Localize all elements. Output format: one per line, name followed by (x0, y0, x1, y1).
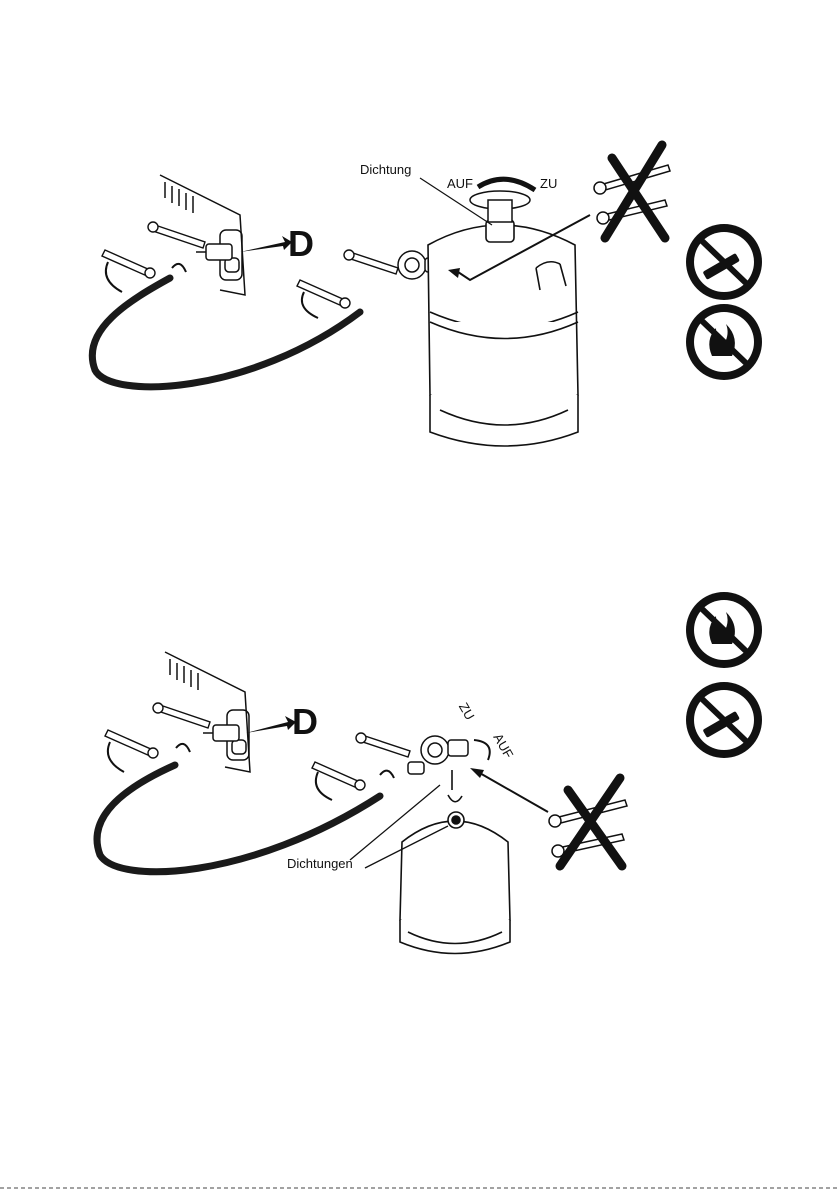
label-d-arrow (246, 716, 296, 733)
rotate-arrow-icon (108, 742, 124, 772)
label-open: AUF (447, 176, 473, 191)
gas-cylinder-small (400, 812, 510, 954)
no-smoking-icon (686, 682, 762, 758)
wrench-icon (356, 733, 410, 757)
no-tools-icon (594, 145, 670, 238)
no-open-flame-icon (686, 304, 762, 380)
label-d-arrow (240, 236, 292, 252)
label-seal: Dichtung (360, 162, 411, 177)
no-tools-icon (549, 778, 627, 866)
rotate-arrow-icon (172, 264, 186, 272)
wrench-icon (344, 250, 398, 274)
label-close: ZU (456, 700, 478, 723)
wrench-icon (102, 250, 155, 278)
rotate-arrow-icon (176, 744, 190, 752)
pointer-arrowhead (470, 768, 484, 778)
cylinder-valve-handwheel (470, 191, 530, 222)
wrench-icon (312, 762, 365, 790)
wrench-icon (148, 222, 205, 248)
wrench-icon (297, 280, 350, 308)
no-open-flame-icon (686, 592, 762, 668)
no-smoking-icon (686, 224, 762, 300)
figure-top: D (92, 145, 762, 446)
pressure-regulator (408, 736, 468, 774)
rotate-arrow-icon (380, 771, 394, 778)
open-close-arrow-icon (478, 179, 535, 190)
wrench-icon (153, 703, 210, 728)
rotate-arrow-icon (302, 292, 318, 318)
figure-bottom: D ZU AUF (97, 592, 762, 954)
connection-label-d: D (292, 701, 318, 742)
rotate-arrow-icon (106, 262, 122, 292)
pointer-line (478, 772, 548, 812)
gas-cylinder-large (428, 220, 578, 446)
open-close-arrow-icon (474, 740, 490, 760)
connection-label-d: D (288, 223, 314, 264)
seal-icon (448, 770, 462, 802)
label-open: AUF (490, 731, 516, 761)
wrench-icon (105, 730, 158, 758)
label-close: ZU (540, 176, 557, 191)
label-seals: Dichtungen (287, 856, 353, 871)
